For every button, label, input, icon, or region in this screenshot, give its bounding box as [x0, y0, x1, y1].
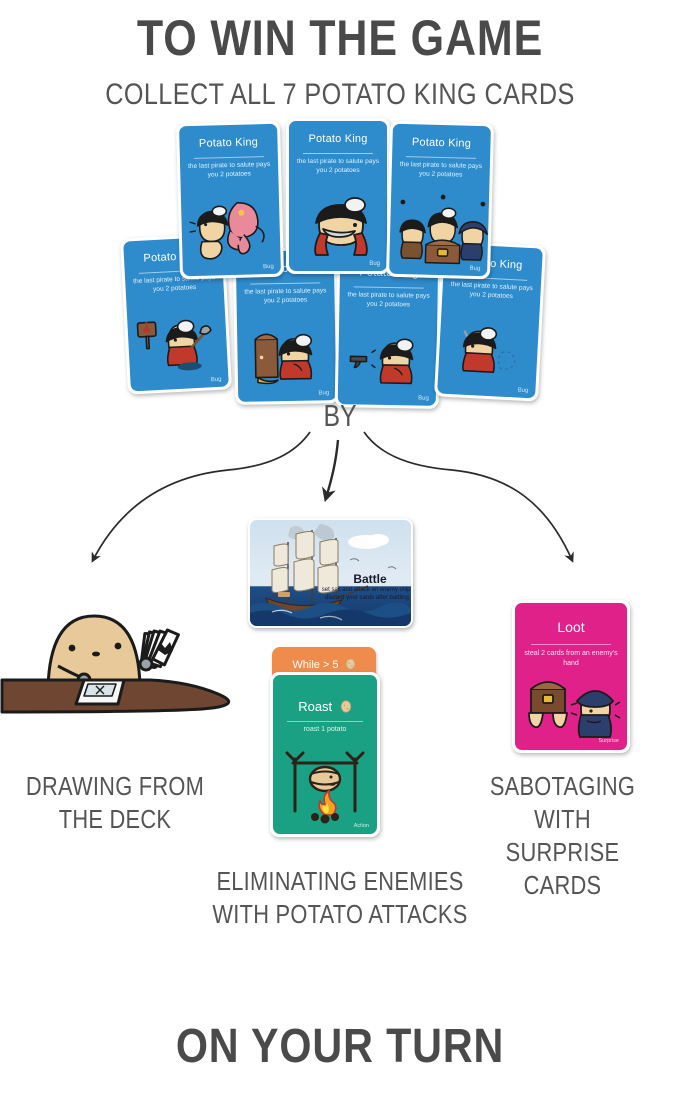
roast-card-title: Roast	[273, 699, 377, 714]
potato-king-card[interactable]: Potato King the last pirate to salute pa…	[334, 251, 442, 409]
potato-king-card[interactable]: Potato King the last pirate to salute pa…	[232, 247, 340, 405]
card-description: the last pirate to salute pays you 2 pot…	[187, 160, 271, 179]
card-divider	[303, 153, 373, 154]
potato-icon	[340, 700, 351, 713]
card-description: the last pirate to salute pays you 2 pot…	[450, 280, 533, 301]
potato-player-holding-cards-at-table-art	[0, 614, 230, 714]
potato-roasting-over-campfire-art	[285, 751, 365, 824]
while-condition-label: While > 5	[272, 658, 376, 671]
potato-king-card[interactable]: Potato King the last pirate to salute pa…	[433, 240, 547, 402]
card-divider	[250, 282, 321, 285]
card-title: Potato King	[198, 136, 259, 150]
loot-card-description: steal 2 cards from an enemy's hand	[524, 650, 618, 667]
caption-surprise-line1: SABOTAGING WITH	[489, 771, 636, 834]
potato-fighting-octopus-art	[181, 182, 281, 275]
while-condition-text: While > 5	[292, 659, 339, 671]
caption-deck-line1: DRAWING FROM	[25, 771, 205, 801]
roast-card-title-text: Roast	[298, 699, 333, 714]
caption-deck: DRAWING FROM THE DECK	[18, 770, 211, 836]
card-title: Potato King	[308, 133, 368, 145]
card-tag: Action	[353, 823, 369, 829]
card-tag: Bug	[318, 390, 330, 397]
tall-ship-at-sea-art	[250, 524, 411, 626]
page-subtitle: COLLECT ALL 7 POTATO KING CARDS	[105, 78, 575, 111]
three-potato-pirates-with-chest-art	[389, 182, 489, 275]
card-divider	[193, 156, 264, 159]
potato-pirate-with-shovel-and-sign-art	[126, 294, 229, 389]
potato-pirate-with-treasure-chest-art	[237, 308, 337, 400]
card-divider	[406, 156, 477, 159]
card-divider	[287, 721, 363, 722]
caption-surprise: SABOTAGING WITH SURPRISE CARDS	[464, 770, 661, 902]
caption-surprise-line2: SURPRISE CARDS	[505, 837, 620, 900]
battle-card-description: set sail and attack an enemy ship, disca…	[321, 587, 411, 601]
battle-card[interactable]: Battle set sail and attack an enemy ship…	[248, 518, 413, 628]
card-tag: Bug	[263, 263, 274, 271]
card-title: Potato King	[411, 136, 472, 150]
potato-king-card[interactable]: Potato King the last pirate to salute pa…	[175, 120, 285, 280]
page-title: TO WIN THE GAME	[136, 10, 544, 66]
potato-icon	[345, 658, 355, 670]
card-divider	[353, 286, 424, 289]
by-label: BY	[323, 398, 357, 433]
arrow-center	[321, 439, 340, 503]
card-divider	[531, 644, 611, 645]
caption-attacks-line2: WITH POTATO ATTACKS	[212, 899, 468, 929]
card-description: the last pirate to salute pays you 2 pot…	[244, 287, 327, 305]
card-description: the last pirate to salute pays you 2 pot…	[399, 160, 483, 179]
loot-card-title: Loot	[557, 619, 585, 635]
potato-pirate-with-sword-art	[289, 179, 387, 269]
treasure-chest-and-pirate-potato-art	[528, 681, 621, 738]
battle-card-title: Battle	[353, 572, 387, 586]
potato-king-card[interactable]: Potato King the last pirate to salute pa…	[119, 233, 233, 395]
loot-card[interactable]: Loot steal 2 cards from an enemy's hand	[512, 600, 630, 753]
card-tag: Bug	[517, 387, 529, 395]
roast-card-description: roast 1 potato	[303, 726, 347, 733]
caption-attacks: ELIMINATING ENEMIES WITH POTATO ATTACKS	[201, 865, 478, 931]
potato-king-card[interactable]: Potato King the last pirate to salute pa…	[286, 118, 390, 274]
card-description: the last pirate to salute pays you 2 pot…	[296, 158, 380, 174]
footer-title: ON YOUR TURN	[175, 1020, 505, 1073]
card-tag: Bug	[469, 265, 481, 273]
caption-deck-line2: THE DECK	[58, 804, 172, 834]
potato-pirate-with-sabre-art	[437, 301, 540, 396]
potato-pirate-with-pistol-art	[338, 312, 438, 404]
roast-card[interactable]: Roast roast 1 potato	[270, 672, 380, 837]
card-tag: Bug	[369, 261, 380, 267]
card-tag: Bug	[210, 376, 222, 384]
caption-attacks-line1: ELIMINATING ENEMIES	[216, 866, 464, 896]
card-description: the last pirate to salute pays you 2 pot…	[347, 291, 430, 309]
potato-king-card[interactable]: Potato King the last pirate to salute pa…	[385, 120, 495, 280]
card-tag: Surprise	[598, 738, 619, 744]
